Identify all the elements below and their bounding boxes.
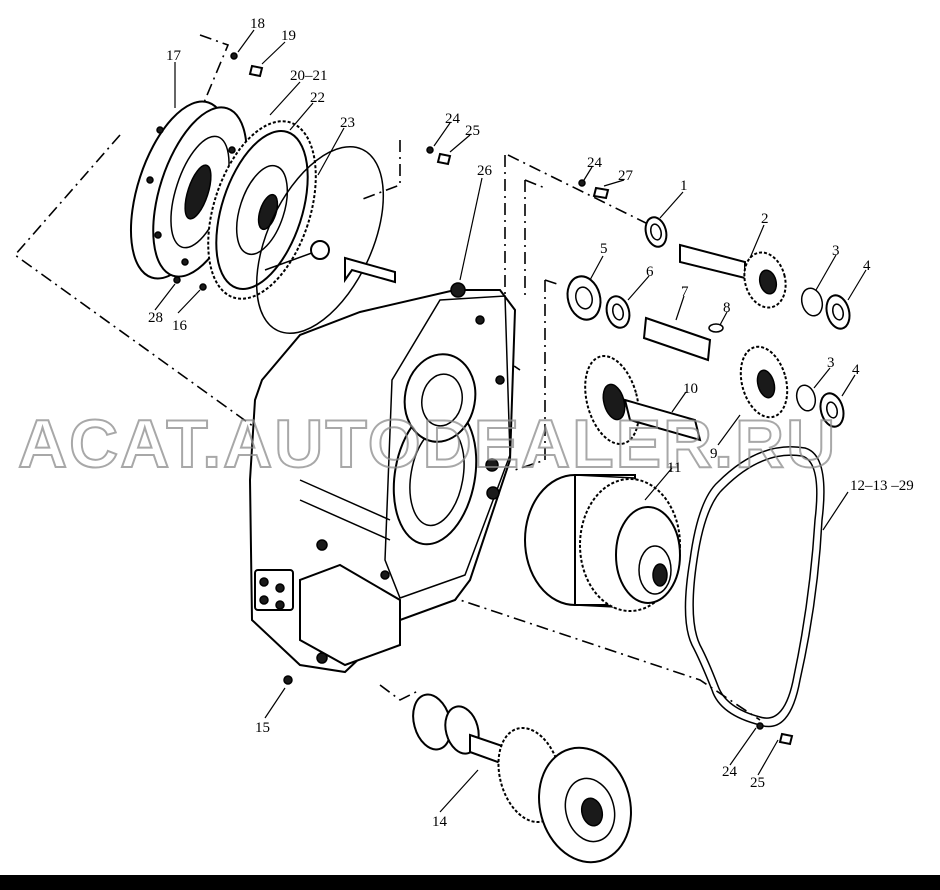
upper-shaft-assembly — [644, 216, 851, 330]
part-label-9: 9 — [710, 446, 718, 462]
part-label-15: 15 — [255, 720, 270, 736]
part-label-20-21: 20–21 — [290, 68, 328, 84]
side-cover-gasket — [684, 445, 825, 728]
part-label-24-bottom: 24 — [722, 764, 738, 780]
part-label-4b: 4 — [852, 362, 860, 378]
part-label-18: 18 — [250, 16, 265, 32]
part-label-16: 16 — [172, 318, 188, 334]
part-label-24-mid: 24 — [587, 155, 603, 171]
output-shaft-assembly — [412, 693, 632, 864]
part-label-25-bottom: 25 — [750, 775, 765, 791]
part-label-19: 19 — [281, 28, 296, 44]
part-label-11: 11 — [667, 460, 681, 476]
part-label-27: 27 — [618, 168, 634, 184]
part-label-8: 8 — [723, 300, 731, 316]
transmission-housing — [248, 282, 517, 674]
part-label-25-top: 25 — [465, 123, 480, 139]
part-label-10: 10 — [683, 381, 698, 397]
bottom-border-bar — [0, 875, 940, 890]
part-label-24-top: 24 — [445, 111, 461, 127]
part-label-26: 26 — [477, 163, 493, 179]
part-label-14: 14 — [432, 814, 448, 830]
part-label-2: 2 — [761, 211, 769, 227]
part-label-3: 3 — [832, 243, 840, 259]
part-label-28: 28 — [148, 310, 163, 326]
part-label-5: 5 — [600, 241, 608, 257]
part-label-6: 6 — [646, 264, 654, 280]
part-label-3b: 3 — [827, 355, 835, 371]
middle-shaft-assembly — [566, 275, 845, 445]
gasket-23 — [255, 145, 396, 335]
part-label-4: 4 — [863, 258, 871, 274]
part-label-17: 17 — [166, 48, 182, 64]
assembly-guide-lines — [13, 34, 761, 721]
part-label-1: 1 — [680, 178, 688, 194]
part-label-12-13-29: 12–13 –29 — [850, 478, 914, 494]
watermark-text: ACAT.AUTODEALER.RU — [18, 406, 837, 482]
leader-lines — [154, 29, 867, 813]
part-label-22: 22 — [310, 90, 325, 106]
part-label-23: 23 — [340, 115, 355, 131]
part-label-7: 7 — [681, 284, 689, 300]
clutch-pack — [524, 474, 681, 612]
ring-gear — [207, 120, 317, 300]
fasteners — [173, 52, 794, 746]
part-labels: 1 2 3 4 5 6 7 8 3 4 9 10 11 12–13 –29 14… — [148, 16, 914, 830]
